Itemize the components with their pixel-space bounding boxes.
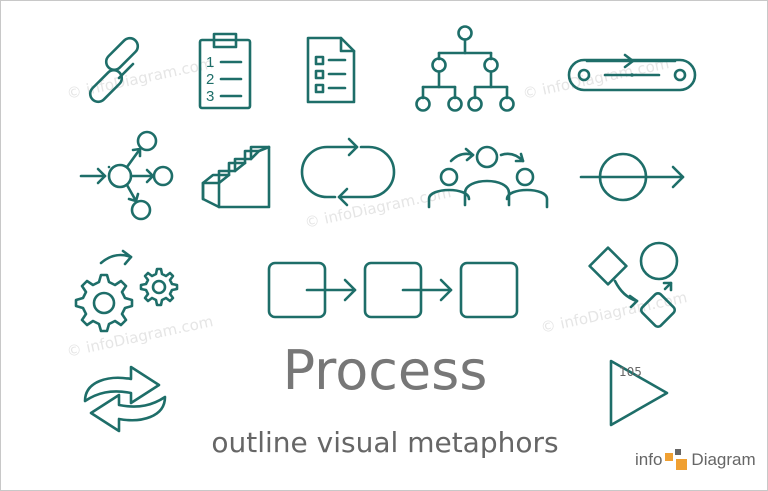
svg-text:3: 3 — [206, 88, 214, 105]
cycle-arrows-icon — [299, 137, 397, 207]
hierarchy-tree-icon — [413, 23, 517, 113]
chain-link-icon — [88, 36, 165, 107]
play-icon — [603, 355, 673, 431]
svg-text:2: 2 — [206, 71, 214, 88]
staircase-icon — [199, 139, 273, 211]
page-number: 105 — [619, 365, 642, 379]
document-checklist-icon — [305, 35, 357, 105]
logo-mark — [665, 449, 688, 471]
recycle-arrows-icon — [73, 357, 177, 441]
svg-text:1: 1 — [206, 54, 214, 71]
logo-text-info: info — [635, 450, 663, 469]
process-steps-icon — [267, 261, 521, 319]
numbered-checklist-icon: 1 2 3 — [197, 31, 253, 111]
network-flow-icon — [79, 129, 175, 221]
team-flow-icon — [425, 139, 551, 209]
gears-icon — [71, 249, 185, 337]
logo-text-diagram: Diagram — [691, 450, 756, 469]
flowchart-icon — [587, 239, 691, 335]
infodiagram-logo: info Diagram — [635, 447, 756, 473]
conveyor-belt-icon — [567, 51, 697, 93]
page-title: Process — [282, 339, 488, 402]
page-subtitle: outline visual metaphors — [211, 426, 559, 459]
circle-arrow-icon — [579, 151, 687, 203]
